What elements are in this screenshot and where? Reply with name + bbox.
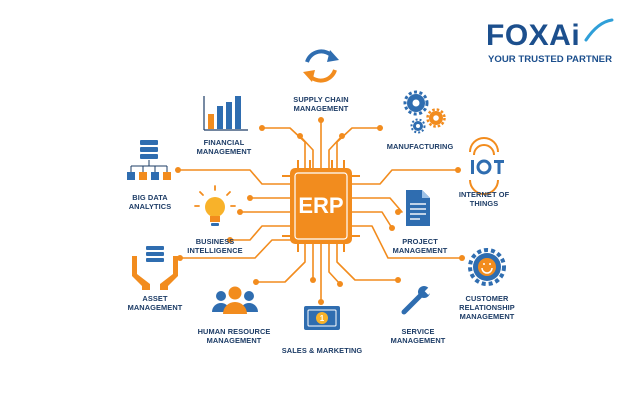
connector-lines — [177, 121, 463, 301]
connector-iot — [351, 169, 459, 185]
connector-project-a — [351, 197, 403, 213]
gears-icon — [403, 90, 446, 134]
connector-asset — [229, 225, 291, 241]
hands-database-icon — [132, 246, 178, 290]
iot-icon — [469, 137, 504, 195]
erp-center-label: ERP — [298, 193, 344, 218]
connector-hr — [255, 243, 306, 283]
bar-chart-icon — [203, 96, 248, 131]
connector-service — [336, 243, 399, 281]
people-icon — [212, 286, 258, 314]
document-icon — [406, 190, 430, 226]
connector-manufacturing-b — [328, 135, 343, 169]
logo-swoosh-icon — [584, 18, 614, 42]
connector-big-data — [177, 169, 291, 185]
connector-dots — [175, 117, 465, 305]
foxai-logo: FOXAi YOUR TRUSTED PARTNER — [486, 18, 626, 70]
logo-tagline: YOUR TRUSTED PARTNER — [488, 54, 613, 65]
erp-chip — [282, 160, 360, 252]
label-sales: SALES & MARKETING — [281, 346, 363, 355]
connector-project-b — [351, 211, 393, 229]
light-bulb-icon — [194, 185, 236, 226]
gear-smile-icon — [468, 248, 506, 286]
connector-financial-b — [299, 135, 314, 169]
money-icon: 1 — [304, 306, 340, 330]
connector-service-b — [328, 243, 341, 285]
logo-wordmark: FOXAi — [486, 19, 581, 52]
label-manufacturing: MANUFACTURING — [386, 142, 454, 151]
connector-crm — [351, 225, 463, 259]
refresh-arrows-icon — [303, 49, 339, 83]
data-tree-icon — [127, 140, 171, 180]
svg-text:1: 1 — [320, 314, 325, 323]
wrench-icon — [401, 286, 433, 315]
connector-asset-b — [179, 239, 291, 259]
